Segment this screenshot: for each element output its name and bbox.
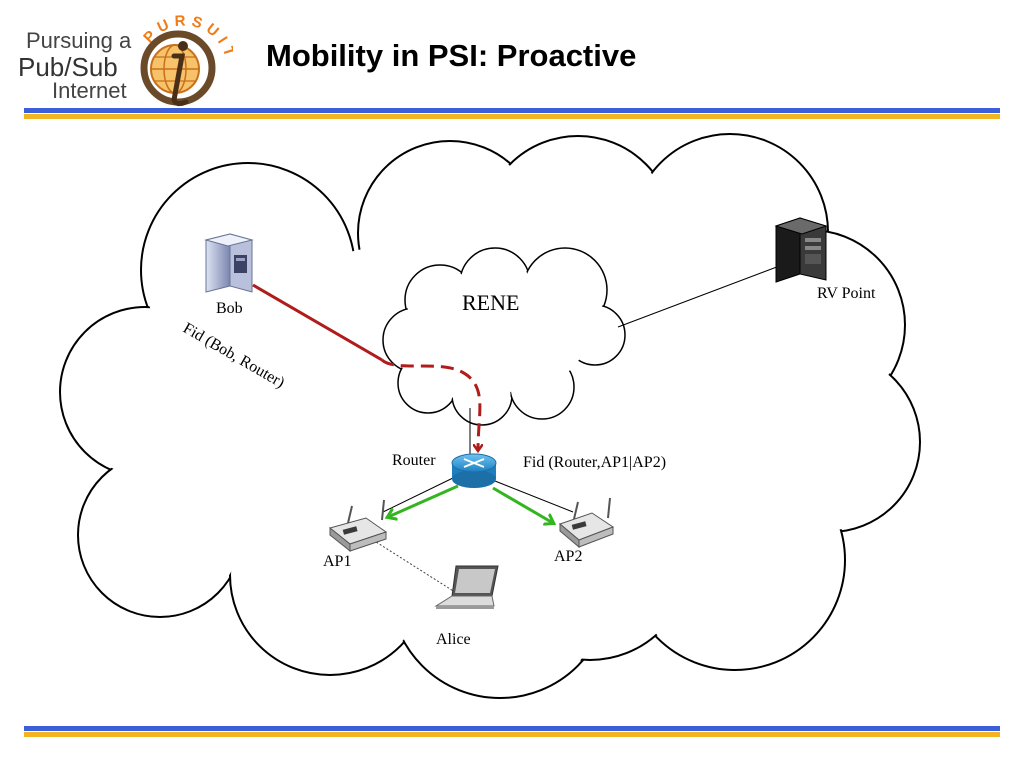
logo-text-line1: Pursuing a <box>26 28 132 53</box>
logo-text-line2: Pub/Sub <box>18 52 118 82</box>
pursuit-logo: Pursuing a Pub/Sub Internet PURSUIT <box>18 10 233 110</box>
ap1-alice-wireless-link <box>372 539 459 595</box>
ap2-label: AP2 <box>554 548 582 565</box>
footer-divider-blue <box>24 726 1000 731</box>
fid-path-through-rene <box>380 358 480 450</box>
logo-emblem: PURSUIT <box>140 12 233 107</box>
alice-laptop-icon <box>434 565 499 609</box>
header-divider-blue <box>24 108 1000 113</box>
ap1-access-point-icon <box>328 499 388 553</box>
router-label: Router <box>392 452 436 469</box>
alice-label: Alice <box>436 631 471 648</box>
fid-arrow-to-ap1 <box>388 484 459 517</box>
slide-title: Mobility in PSI: Proactive <box>266 38 637 73</box>
footer-divider-yellow <box>24 732 1000 737</box>
logo-text-line3: Internet <box>52 78 127 103</box>
bob-label: Bob <box>216 300 243 317</box>
ap1-label: AP1 <box>323 553 351 570</box>
rene-cloud-fill <box>384 249 624 424</box>
network-cloud-fill <box>62 136 918 696</box>
rv-point-label: RV Point <box>817 285 876 302</box>
slide-header: Pursuing a Pub/Sub Internet PURSUIT Mobi… <box>0 0 1024 110</box>
fid-router-aps-label: Fid (Router,AP1|AP2) <box>523 454 666 471</box>
header-divider-yellow <box>24 114 1000 119</box>
router-ap2-link <box>494 480 574 513</box>
fid-arrow-to-ap2 <box>492 486 553 523</box>
rv-point-server-icon <box>774 217 828 283</box>
fid-bob-path <box>252 283 383 362</box>
rene-label: RENE <box>462 290 519 315</box>
router-icon <box>451 453 497 488</box>
router-ap1-link <box>382 476 456 513</box>
ap2-access-point-icon <box>559 497 615 549</box>
bob-server-icon <box>204 233 254 293</box>
rene-rvpoint-link <box>617 261 791 328</box>
